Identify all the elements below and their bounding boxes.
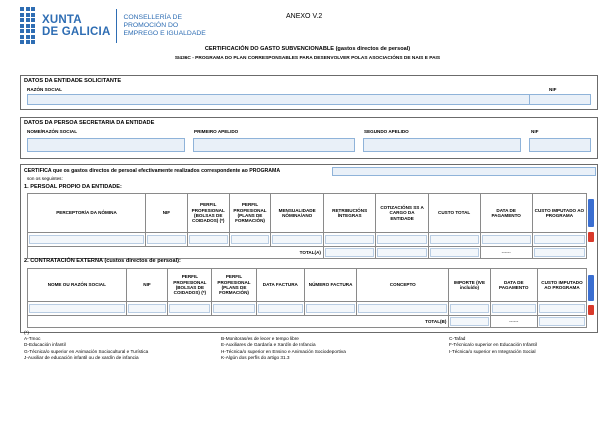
perfil-plans-select-2[interactable]	[213, 304, 255, 313]
secretary-name-label: NOME/RAZÓN SOCIAL	[27, 129, 78, 134]
total-row: TOTAL(A) ------	[27, 246, 588, 259]
perfil-bolsas-select-2[interactable]	[169, 304, 211, 313]
remove-row-button-2[interactable]	[588, 305, 594, 315]
col-retribucions: RETRIBUCIÓNS ÍNTEGRAS	[322, 193, 377, 233]
entity-section: DATOS DA ENTIDADE SOLICITANTE RAZÓN SOCI…	[20, 75, 598, 110]
table-row	[27, 232, 588, 247]
col-data-factura: DATA FACTURA	[255, 268, 306, 302]
secretary-nif-label: NIF	[531, 129, 539, 134]
document-title: CERTIFICACIÓN DO GASTO SUBVENCIONABLE (g…	[204, 46, 411, 52]
xunta-logo: XUNTA DE GALICIA CONSELLERÍA DE PROMOCIÓ…	[20, 7, 206, 45]
add-row-button[interactable]	[588, 199, 594, 227]
col-data-pagamento: DATA DE PAGAMENTO	[479, 193, 533, 233]
entity-nif-label: NIF	[549, 87, 557, 92]
footnote-col-1: A-Tmoc D-Educación infantil G-Técnica/o …	[24, 336, 149, 360]
col-data-pagamento-2: DATA DE PAGAMENTO	[489, 268, 538, 302]
own-staff-title: 1. PERSOAL PROPIO DA ENTIDADE:	[24, 184, 122, 190]
col-perfil-bolsas-2: PERFIL PROFESIONAL (BOLSAS DE COIDADOS) …	[167, 268, 213, 302]
total-importe[interactable]	[450, 317, 489, 326]
own-staff-table: PERCEPTOR/A DA NÓMINA NIF PERFIL PROFESI…	[27, 193, 588, 259]
col-razon-social: NOME OU RAZÓN SOCIAL	[27, 268, 127, 302]
external-table: NOME OU RAZÓN SOCIAL NIF PERFIL PROFESIO…	[26, 268, 588, 328]
remove-row-button[interactable]	[588, 232, 594, 242]
razon-social-input[interactable]	[29, 304, 125, 313]
col-nif-2: NIF	[125, 268, 169, 302]
add-row-button-2[interactable]	[588, 275, 594, 301]
total-row: TOTAL(B) ------	[26, 315, 588, 328]
total-b-dash: ------	[489, 315, 538, 328]
col-importe: IMPORTE (IVE incluído)	[448, 268, 491, 302]
xunta-wordmark: XUNTA DE GALICIA	[42, 14, 111, 38]
total-retribucions[interactable]	[324, 248, 375, 257]
nif-input[interactable]	[146, 235, 186, 244]
col-perceptor: PERCEPTOR/A DA NÓMINA	[27, 193, 146, 233]
mensualidade-input[interactable]	[272, 235, 322, 244]
col-cotizacions: COTIZACIÓNS SS A CARGO DA ENTIDADE	[375, 193, 429, 233]
total-cotizacions[interactable]	[377, 248, 427, 257]
col-custo-imputado-2: CUSTO IMPUTADO AO PROGRAMA	[536, 268, 588, 302]
second-surname-field[interactable]	[363, 138, 521, 152]
secretary-section: DATOS DA PERSOA SECRETARIA DA ENTIDADE N…	[20, 117, 598, 159]
secretary-name-field[interactable]	[27, 138, 185, 152]
col-perfil-plans-2: PERFIL PROFESIONAL (PLANS DE FORMACIÓN)	[211, 268, 257, 302]
importe-input[interactable]	[450, 304, 489, 313]
col-concepto: CONCEPTO	[356, 268, 450, 302]
total-imputado-a[interactable]	[533, 248, 585, 257]
first-surname-label: PRIMEIRO APELIDO	[194, 129, 239, 134]
numero-factura-input[interactable]	[306, 304, 356, 313]
total-custo[interactable]	[429, 248, 479, 257]
secretary-nif-field[interactable]	[529, 138, 591, 152]
perfil-bolsas-select[interactable]	[188, 235, 228, 244]
first-surname-field[interactable]	[193, 138, 355, 152]
entity-nif-field[interactable]	[529, 94, 591, 105]
perfil-plans-select[interactable]	[230, 235, 270, 244]
certifies-text-2: son os seguintes:	[27, 176, 63, 181]
certifies-text: CERTIFICA que os gastos directos de pers…	[24, 168, 281, 174]
col-perfil-plans: PERFIL PROFESIONAL (PLANS DE FORMACIÓN)	[228, 193, 272, 233]
table-row	[27, 301, 588, 316]
custo-imputado-input-2[interactable]	[538, 304, 585, 313]
certification-section: CERTIFICA que os gastos directos de pers…	[20, 164, 598, 333]
perceptor-input[interactable]	[29, 235, 144, 244]
col-custo-total: CUSTO TOTAL	[427, 193, 481, 233]
entity-name-field[interactable]	[27, 94, 541, 105]
xunta-logo-icon	[20, 7, 36, 45]
data-pagamento-input-2[interactable]	[491, 304, 536, 313]
second-surname-label: SEGUNDO APELIDO	[364, 129, 409, 134]
col-custo-imputado: CUSTO IMPUTADO AO PROGRAMA	[531, 193, 588, 233]
total-b-label: TOTAL(B)	[26, 315, 450, 328]
concepto-input[interactable]	[358, 304, 448, 313]
total-a-dash: ------	[479, 246, 533, 259]
col-numero-factura: NÚMERO FACTURA	[304, 268, 358, 302]
total-imputado-b[interactable]	[538, 317, 585, 326]
col-nif: NIF	[144, 193, 188, 233]
col-mensualidade: MENSUALIDADE NÓMINA/ANO	[270, 193, 324, 233]
document-subtitle: SI436C - PROGRAMA DO PLAN CORRESPONSABLE…	[174, 56, 441, 61]
footnote-col-2: B-Monitoras/es de lecer e tempo libre E-…	[221, 336, 346, 360]
department-name: CONSELLERÍA DE PROMOCIÓN DO EMPREGO E IG…	[123, 14, 206, 37]
annex-label: ANEXO V.2	[286, 13, 323, 20]
retribucions-input[interactable]	[324, 235, 375, 244]
total-a-label: TOTAL(A)	[27, 246, 324, 259]
footnote-marker: (*)	[24, 330, 29, 335]
cotizacions-input[interactable]	[377, 235, 427, 244]
custo-imputado-input[interactable]	[533, 235, 585, 244]
custo-total-input[interactable]	[429, 235, 479, 244]
external-title: 2. CONTRATACIÓN EXTERNA (custos directos…	[24, 258, 181, 264]
data-pagamento-input[interactable]	[481, 235, 531, 244]
logo-divider	[116, 9, 118, 43]
col-perfil-bolsas: PERFIL PROFESIONAL (BOLSAS DE COIDADOS) …	[186, 193, 230, 233]
data-factura-input[interactable]	[257, 304, 304, 313]
nif-input-2[interactable]	[127, 304, 167, 313]
footnote-col-3: C-Tafad F-Técnica/o superior en Educació…	[449, 336, 537, 354]
entity-section-title: DATOS DA ENTIDADE SOLICITANTE	[24, 78, 122, 84]
secretary-section-title: DATOS DA PERSOA SECRETARIA DA ENTIDADE	[24, 120, 155, 126]
program-field[interactable]	[332, 167, 596, 176]
entity-name-label: RAZÓN SOCIAL	[27, 87, 62, 92]
